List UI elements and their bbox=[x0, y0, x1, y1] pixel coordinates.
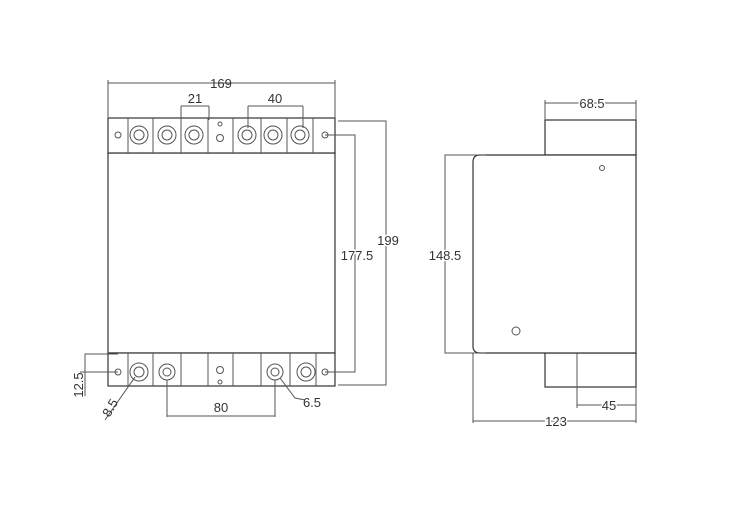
side-top-block bbox=[544, 119, 637, 156]
dim-80: 80 bbox=[214, 400, 228, 415]
front-dimension-lines bbox=[80, 80, 387, 421]
dim-40: 40 bbox=[268, 91, 282, 106]
top-dividers bbox=[127, 118, 317, 386]
top-terminals bbox=[114, 121, 329, 145]
dim-6-5: 6.5 bbox=[303, 395, 321, 410]
dim-177-5: 177.5 bbox=[341, 248, 374, 263]
side-dimension-lines bbox=[444, 100, 637, 423]
side-view: 68.5 148.5 45 123 bbox=[427, 95, 637, 431]
front-body bbox=[107, 152, 336, 354]
side-hole-small bbox=[599, 165, 605, 171]
dim-148-5: 148.5 bbox=[429, 248, 462, 263]
front-view: 169 21 40 177.5 199 12.5 8.5 80 6.5 bbox=[71, 76, 400, 421]
side-body bbox=[472, 154, 637, 354]
dim-123: 123 bbox=[545, 414, 567, 429]
dim-12-5: 12.5 bbox=[71, 372, 86, 397]
dim-21: 21 bbox=[188, 91, 202, 106]
dim-8-5: 8.5 bbox=[99, 396, 121, 419]
dim-68-5: 68.5 bbox=[579, 96, 604, 111]
dim-169: 169 bbox=[210, 76, 232, 91]
dim-199: 199 bbox=[377, 233, 399, 248]
side-bottom-block bbox=[544, 352, 637, 388]
dim-45: 45 bbox=[602, 398, 616, 413]
side-hole-large bbox=[511, 326, 521, 336]
bottom-terminals bbox=[114, 362, 329, 385]
